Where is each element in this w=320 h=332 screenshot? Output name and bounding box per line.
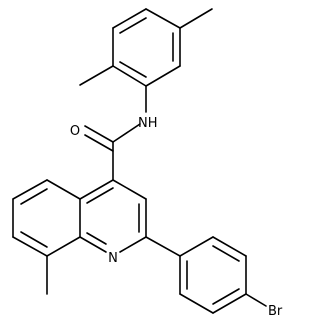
bond bbox=[12, 179, 48, 200]
bond bbox=[245, 293, 267, 307]
double-bond-inner bbox=[119, 17, 147, 34]
bond bbox=[46, 179, 81, 200]
methyl-bond bbox=[79, 65, 114, 86]
bond bbox=[79, 236, 107, 253]
dimethylphenyl-ring bbox=[79, 8, 213, 87]
benzo-ring bbox=[12, 179, 81, 295]
double-bond-inner bbox=[86, 232, 107, 245]
oxygen-label: O bbox=[70, 124, 80, 139]
methyl-bond bbox=[179, 8, 213, 29]
double-bond-inner bbox=[86, 187, 114, 204]
double-bond-inner bbox=[20, 231, 48, 248]
double-bond-inner bbox=[212, 245, 240, 262]
bond bbox=[46, 236, 81, 257]
structure-canvas: O NH N Br bbox=[12, 8, 283, 319]
bond bbox=[212, 236, 247, 257]
bond bbox=[145, 236, 181, 257]
carbonyl-bond bbox=[84, 134, 114, 152]
double-bond-inner bbox=[212, 288, 240, 305]
bond bbox=[212, 293, 247, 314]
bond bbox=[119, 236, 147, 253]
bond bbox=[112, 8, 147, 29]
bond bbox=[112, 179, 147, 200]
bond bbox=[179, 293, 214, 314]
bond bbox=[112, 65, 147, 87]
bond bbox=[145, 65, 181, 87]
molecule-structure: O NH N Br bbox=[12, 8, 283, 319]
double-bond-inner bbox=[119, 61, 147, 78]
bond bbox=[79, 179, 114, 200]
bond bbox=[12, 236, 48, 257]
pyridine-ring bbox=[79, 179, 147, 253]
bromophenyl-ring bbox=[145, 236, 267, 314]
amide-nh-label: NH bbox=[138, 116, 158, 131]
bond bbox=[112, 123, 141, 143]
amide-group bbox=[84, 85, 147, 181]
double-bond-inner bbox=[20, 188, 48, 205]
bond bbox=[179, 236, 214, 257]
ring-nitrogen-label: N bbox=[108, 251, 118, 266]
bromine-label: Br bbox=[268, 304, 283, 319]
carbonyl-bond bbox=[84, 125, 114, 143]
bond bbox=[145, 8, 181, 29]
